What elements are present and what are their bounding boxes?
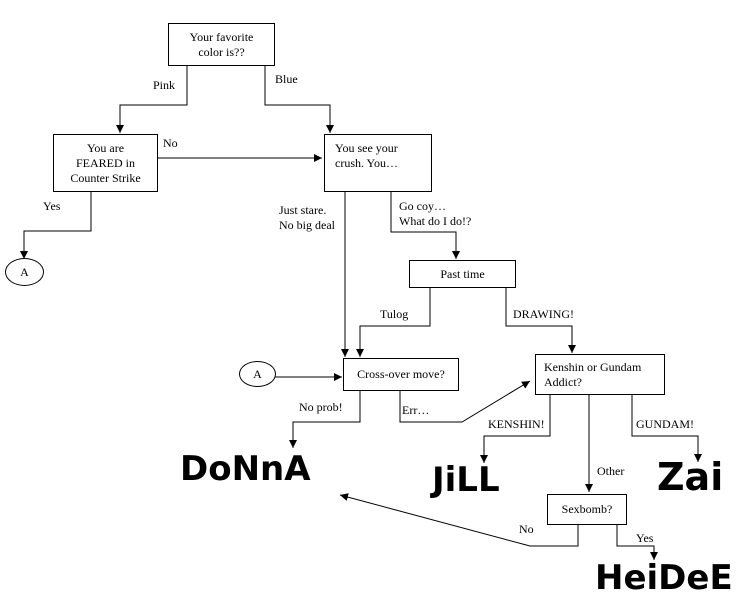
node-favorite-color: Your favorite color is??	[168, 23, 275, 66]
edge-no-bottom	[339, 493, 579, 547]
edge-gundam	[631, 395, 702, 462]
label-pink: Pink	[153, 78, 176, 92]
result-jill: JiLL	[432, 460, 500, 500]
connector-a-left: A	[5, 258, 44, 286]
node-feared: You are FEARED in Counter Strike	[53, 134, 158, 192]
label-no-prob: No prob!	[299, 400, 343, 414]
edge-yes-left	[20, 192, 92, 259]
edge-yes-bottom	[616, 525, 658, 560]
label-no-top: No	[163, 136, 178, 150]
result-heidee: HeiDeE	[595, 558, 733, 598]
edge-kenshin	[480, 395, 551, 463]
node-kenshin-gundam: Kenshin or Gundam Addict?	[535, 354, 665, 395]
result-zai: Zai	[657, 455, 724, 499]
connector-a-mid: A	[239, 361, 276, 387]
label-kenshin: KENSHIN!	[488, 417, 545, 431]
result-donna: DoNnA	[180, 449, 311, 489]
label-drawing: DRAWING!	[513, 307, 575, 321]
label-go-coy: Go coy… What do I do!?	[399, 199, 472, 228]
label-err: Err…	[402, 403, 430, 417]
edge-pink	[116, 66, 188, 133]
edge-tulog	[356, 288, 431, 357]
node-past-time: Past time	[409, 260, 516, 288]
node-crush: You see your crush. You…	[324, 134, 432, 192]
edge-no-prob	[289, 391, 361, 448]
node-crossover: Cross-over move?	[343, 358, 459, 391]
edge-drawing	[505, 288, 576, 353]
node-sexbomb: Sexbomb?	[547, 494, 627, 525]
label-yes-left: Yes	[43, 199, 61, 213]
edge-blue	[264, 66, 334, 133]
label-just-stare: Just stare. No big deal	[279, 203, 335, 232]
label-blue: Blue	[275, 72, 298, 86]
label-tulog: Tulog	[380, 307, 409, 321]
label-other: Other	[597, 464, 625, 478]
label-no-bottom: No	[519, 522, 534, 536]
label-gundam: GUNDAM!	[636, 417, 694, 431]
label-yes-bottom: Yes	[636, 531, 654, 545]
edge-err	[399, 380, 531, 423]
edge-go-coy	[390, 192, 460, 259]
